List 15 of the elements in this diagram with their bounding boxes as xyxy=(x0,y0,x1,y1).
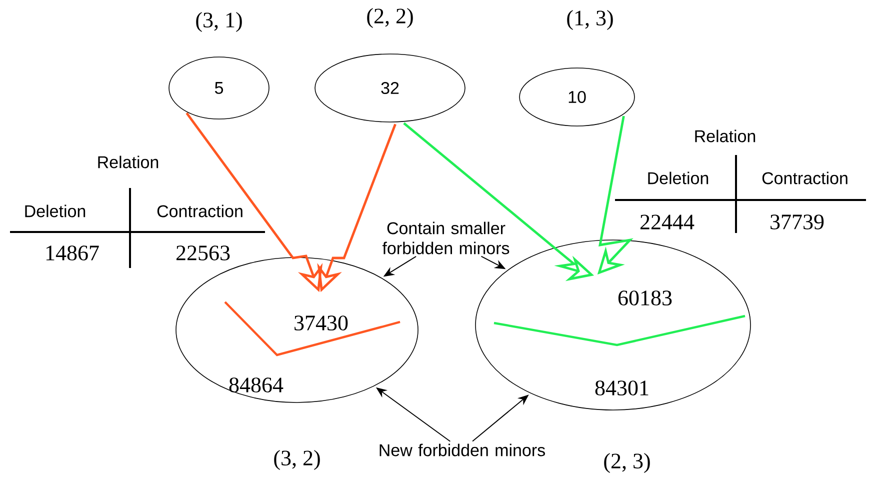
coordinate-label: (2, 3) xyxy=(604,453,650,473)
coordinate-label: (3, 2) xyxy=(274,450,320,470)
table-cell: 22444 xyxy=(640,214,694,230)
table-cell: 14867 xyxy=(46,246,99,260)
table-header: Relation xyxy=(695,130,756,142)
coordinate-label: (1, 3) xyxy=(567,10,613,30)
table-header: Deletion xyxy=(648,172,708,184)
coordinate-label: (3, 1) xyxy=(196,12,242,32)
coordinate-label: (2, 2) xyxy=(367,8,413,28)
table-header: Contraction xyxy=(762,172,848,184)
table-header: Deletion xyxy=(25,204,86,218)
table-header: Contraction xyxy=(157,204,242,218)
annotation-text: New forbidden minors xyxy=(380,444,545,456)
table-header: Relation xyxy=(98,156,158,168)
table-cell: 37739 xyxy=(770,214,824,230)
